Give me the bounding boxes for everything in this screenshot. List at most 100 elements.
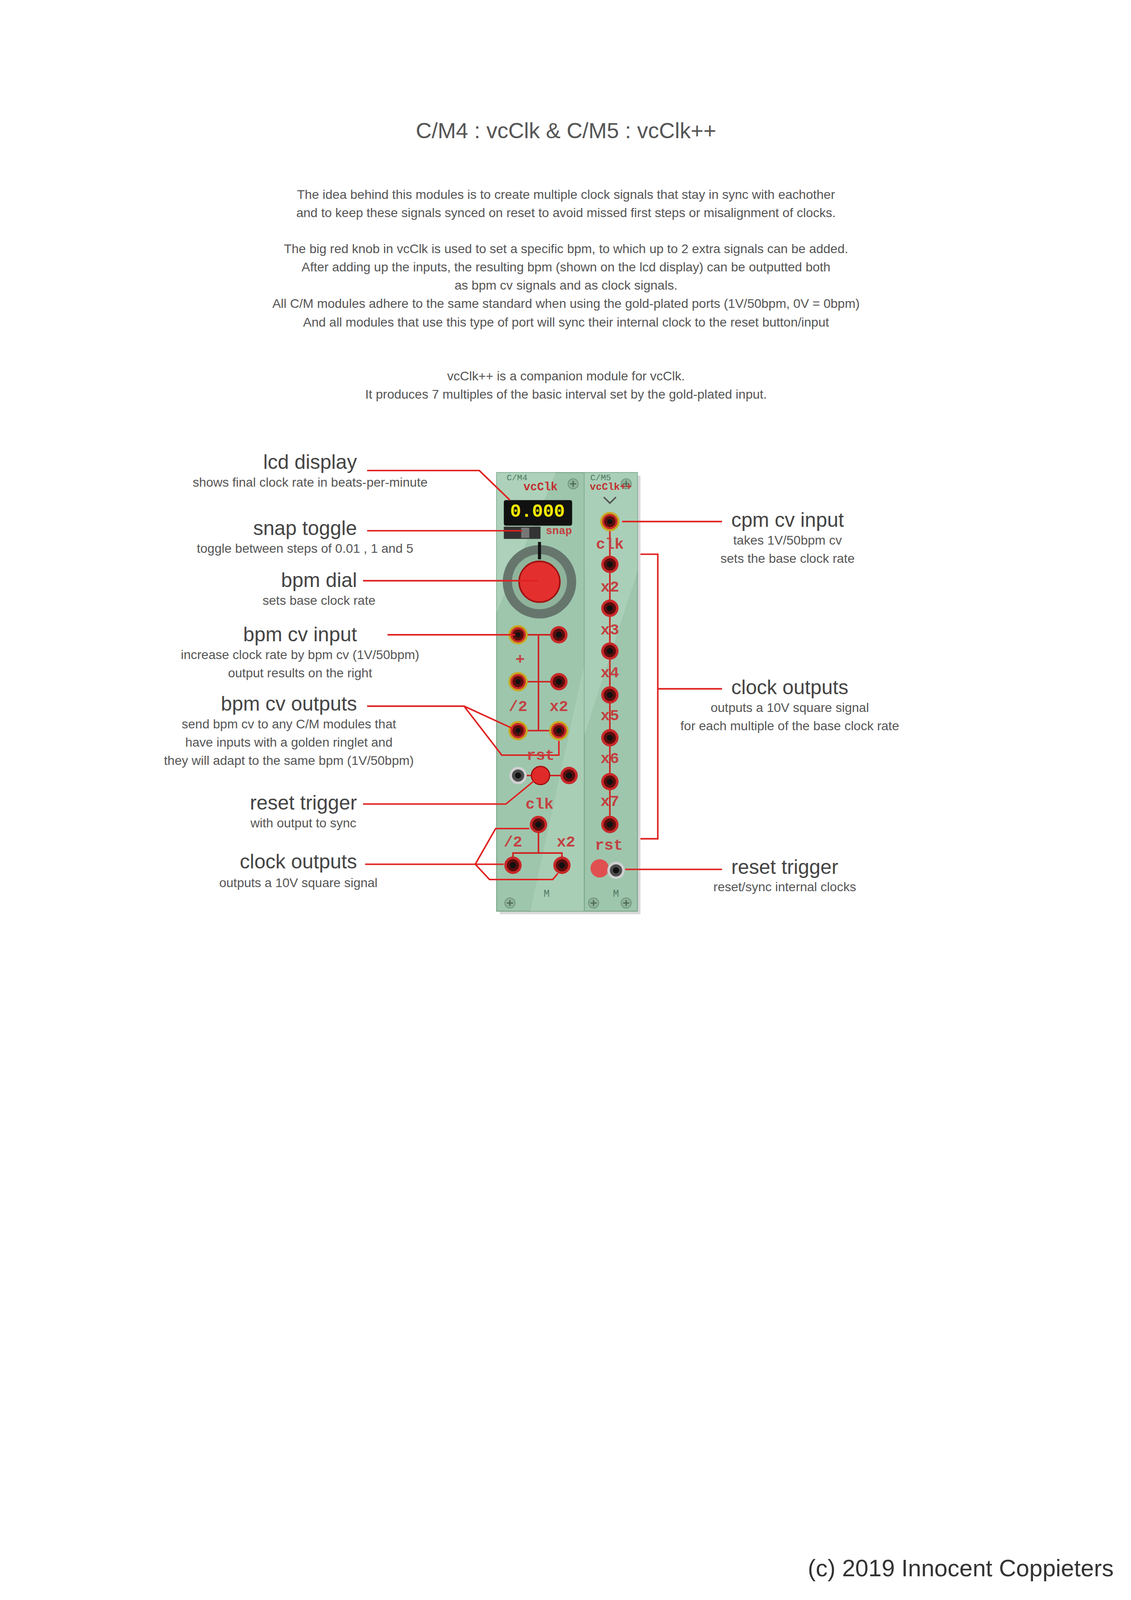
callout-note: for each multiple of the base clock rate (680, 718, 899, 734)
illustration-part (518, 561, 560, 602)
illustration-part (549, 626, 568, 644)
illustration-part (588, 897, 599, 908)
port-label: snap (545, 525, 573, 537)
illustration-part (600, 511, 620, 531)
illustration-part (601, 815, 619, 834)
illustration-part (625, 868, 722, 870)
callout-note: sets base clock rate (262, 593, 376, 608)
callout-heading: reset trigger (731, 855, 839, 879)
page-title: C/M4 : vcClk & C/M5 : vcClk++ (415, 118, 717, 144)
description-line: And all modules that use this type of po… (302, 315, 829, 330)
port-label: x2 (556, 834, 576, 851)
description-line: After adding up the inputs, the resultin… (301, 259, 831, 275)
callout-note: with output to sync (250, 815, 357, 831)
illustration-part (601, 599, 619, 618)
callout-heading: bpm cv outputs (220, 692, 357, 716)
snap-toggle (503, 526, 541, 540)
illustration-part (601, 729, 619, 747)
description-line: as bpm cv signals and as clock signals. (454, 278, 678, 293)
illustration-part (365, 828, 559, 880)
port-label: /2 (503, 834, 523, 851)
illustration-part (640, 554, 722, 839)
port-label: x4 (600, 665, 620, 681)
description-line: and to keep these signals synced on rese… (296, 205, 836, 221)
callout-heading: snap toggle (253, 516, 358, 540)
illustration-part (584, 472, 638, 735)
illustration-part (621, 897, 632, 908)
illustration-part (549, 673, 568, 691)
callout-note: toggle between steps of 0.01 , 1 and 5 (197, 541, 414, 556)
port-label: + (515, 652, 525, 668)
callout-note: increase clock rate by bpm cv (1V/50bpm) (181, 647, 420, 663)
callout-heading: bpm dial (280, 568, 357, 592)
port-label: rst (594, 837, 623, 854)
illustration-part (590, 859, 609, 878)
leader-lines (363, 470, 722, 880)
illustration-part (601, 555, 619, 573)
illustration-part (363, 780, 535, 805)
description-line: The idea behind this modules is to creat… (296, 187, 836, 203)
module-tag: M (612, 889, 619, 900)
illustration-part (538, 541, 542, 560)
illustration-part (601, 642, 619, 660)
illustration-part (496, 472, 585, 912)
port-label: /2 (508, 699, 528, 715)
illustration-part (531, 766, 550, 785)
lcd-readout: 0.000 (509, 503, 565, 522)
callout-note: takes 1V/50bpm cv (733, 533, 842, 548)
illustration-part (363, 580, 538, 582)
callout-note: shows final clock rate in beats-per-minu… (192, 475, 428, 490)
illustration-part (387, 633, 516, 636)
port-label: x3 (600, 622, 620, 639)
vcclk-panel (496, 472, 585, 912)
callout-heading: cpm cv input (731, 508, 844, 532)
callout-heading: clock outputs (731, 675, 849, 700)
illustration-part (560, 766, 578, 784)
port-label: x2 (549, 699, 569, 715)
callout-note: they will adapt to the same bpm (1V/50bp… (164, 753, 415, 768)
callout-note: reset/sync internal clocks (713, 879, 857, 895)
port-label: x2 (600, 579, 620, 596)
callout-heading: clock outputs (239, 850, 358, 874)
illustration-part (529, 815, 548, 834)
illustration-part (549, 721, 569, 741)
panel-wires (513, 521, 610, 866)
module-tag: C/M5 (590, 473, 612, 483)
illustration-part (603, 497, 617, 504)
callout-heading: lcd display (263, 450, 357, 474)
illustration-part (504, 897, 515, 908)
port-label: clk (525, 796, 554, 813)
callout-note: output results on the right (228, 665, 373, 681)
callout-note: outputs a 10V square signal (710, 700, 869, 716)
illustration-part (512, 554, 568, 610)
illustration-part (584, 472, 638, 912)
copyright-note: (c) 2019 Innocent Coppieters (807, 1554, 1114, 1583)
port-label: rst (526, 747, 555, 764)
module-tag: M (543, 889, 550, 900)
illustration-part (601, 686, 619, 704)
module-name: vcClk (523, 481, 558, 493)
illustration-part (503, 500, 573, 526)
module-name: vcClk++ (589, 482, 632, 493)
port-label: x6 (600, 751, 620, 767)
illustration-part (521, 527, 530, 538)
illustration-part (508, 671, 528, 691)
lcd-screen (503, 500, 573, 526)
description-line: vcClk++ is a companion module for vcClk. (446, 368, 685, 384)
port-label: x5 (600, 708, 620, 724)
callout-heading: reset trigger (249, 791, 358, 815)
illustration-part (622, 520, 722, 523)
illustration-part (509, 766, 527, 784)
callout-heading: bpm cv input (243, 622, 357, 647)
description-line: It produces 7 multiples of the basic int… (365, 387, 768, 402)
callout-note: have inputs with a golden ringlet and (185, 735, 393, 750)
illustration-part (607, 861, 625, 879)
vcclkpp-panel (584, 472, 638, 912)
description-line: The big red knob in vcClk is used to set… (283, 241, 848, 257)
port-label: clk (596, 536, 624, 553)
module-panel: C/M4vcClk0.000snap+/2x2rstclk/2x2M (496, 472, 585, 911)
illustration-part (601, 773, 619, 791)
screws (504, 478, 632, 908)
